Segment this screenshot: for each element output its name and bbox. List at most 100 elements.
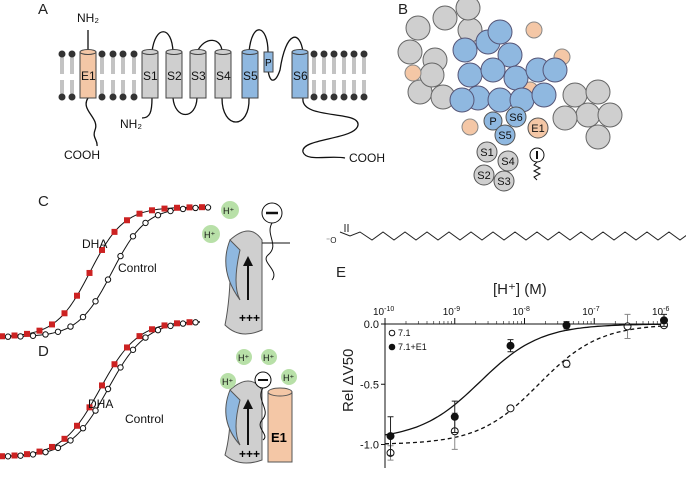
dha-point [99, 382, 105, 389]
domain-circle [483, 111, 503, 131]
dha-point [136, 333, 143, 340]
control-point [154, 326, 162, 334]
domain-label: S2 [477, 170, 490, 182]
lipid-head [360, 50, 368, 58]
lipid-head [98, 93, 106, 101]
helix-label: E1 [81, 69, 96, 83]
panel-label-b: B [398, 1, 408, 18]
dha-point [174, 320, 180, 327]
positive-charges-d: +++ [239, 447, 260, 461]
subunit-gray [397, 39, 423, 65]
lipid-head [119, 93, 127, 101]
helix-p: P [263, 51, 274, 73]
dha-point [86, 404, 93, 411]
control-point [117, 364, 124, 371]
domain-e1: E1 [527, 117, 549, 139]
domain-circle [476, 141, 498, 163]
subunit-orange [404, 64, 422, 82]
lipid-head [320, 93, 328, 101]
domain-label: S5 [498, 130, 511, 142]
cooh-left-label: COOH [64, 148, 100, 162]
helix-s5: S5 [241, 49, 259, 99]
dha-point [36, 327, 43, 334]
data-point-7-1-e1 [506, 341, 515, 350]
domain-circle [473, 164, 495, 186]
dha-fit [0, 321, 201, 457]
y-tick-label: 0.0 [364, 319, 379, 331]
lipid-head [130, 93, 138, 101]
domain-label: S4 [501, 156, 514, 168]
helix-s2: S2 [165, 49, 183, 99]
dha-point [0, 453, 5, 460]
dha-point [86, 269, 93, 276]
lipid-tail [362, 57, 366, 94]
lipid-head [130, 50, 138, 58]
helix-s1: S1 [141, 49, 159, 99]
control-label-c: Control [118, 261, 157, 275]
domain-circle [527, 117, 549, 139]
domain-s1: S1 [476, 141, 498, 163]
fit-7-1 [384, 325, 661, 445]
dha-molecule: ⁻O [326, 224, 686, 245]
lipid-head [340, 93, 348, 101]
helix-top [165, 49, 183, 55]
dha-point [36, 448, 43, 455]
helix-label: P [265, 58, 272, 69]
legend-label: 7.1+E1 [398, 342, 427, 352]
domain-label: P [489, 116, 496, 128]
y-tick-label: -0.5 [360, 379, 379, 391]
domain-label: S1 [480, 147, 493, 159]
lipid-tail [332, 57, 336, 94]
carbon-chain [339, 231, 686, 241]
lipid-head [58, 50, 66, 58]
dha-point [149, 207, 155, 214]
domain-circle [494, 124, 516, 146]
proton-label: H⁺ [222, 377, 233, 387]
proton-label: H⁺ [263, 353, 274, 363]
dha-point [186, 319, 193, 326]
lipid-head [310, 50, 318, 58]
proton-d1: H⁺ [236, 349, 252, 365]
carboxylate-label: ⁻O [326, 236, 336, 245]
control-point [42, 448, 49, 456]
helix-body [263, 51, 274, 73]
lipid-head [98, 50, 106, 58]
subunit-blue [449, 87, 475, 113]
helix-label: S2 [167, 69, 182, 83]
control-label-d: Control [125, 412, 164, 426]
control-point [129, 233, 137, 240]
dha-point [111, 228, 118, 235]
legend-label: 7.1 [398, 328, 411, 338]
dha-point [199, 204, 205, 211]
x-tick-label: 10-8 [513, 306, 530, 318]
dha-label-d: DHA [88, 397, 113, 411]
control-point [129, 346, 137, 353]
domain-s5: S5 [494, 124, 516, 146]
helix-top [214, 49, 232, 55]
lipid-head [109, 50, 117, 58]
control-point [204, 204, 212, 211]
domain-label: S3 [497, 176, 510, 188]
dha-point [24, 330, 30, 337]
control-point [92, 298, 99, 305]
dha-point [124, 217, 130, 224]
proton-label: H⁺ [238, 353, 249, 363]
lipid-head [119, 50, 127, 58]
lipid-tail [111, 57, 115, 94]
control-point [17, 452, 24, 459]
gv-curves-c [0, 204, 212, 340]
domain-p: P [483, 111, 503, 131]
lipid-tail [60, 57, 64, 94]
nh2-top-label: NH₂ [77, 11, 99, 25]
dha-fit [0, 206, 204, 337]
dha-point [74, 422, 80, 429]
lipid-bilayer [58, 50, 368, 101]
dha-point [61, 310, 68, 317]
helix-e1: E1 [79, 49, 97, 99]
domain-label: E1 [531, 123, 544, 135]
cooh-right-label: COOH [349, 151, 385, 165]
dha-point [161, 322, 168, 329]
